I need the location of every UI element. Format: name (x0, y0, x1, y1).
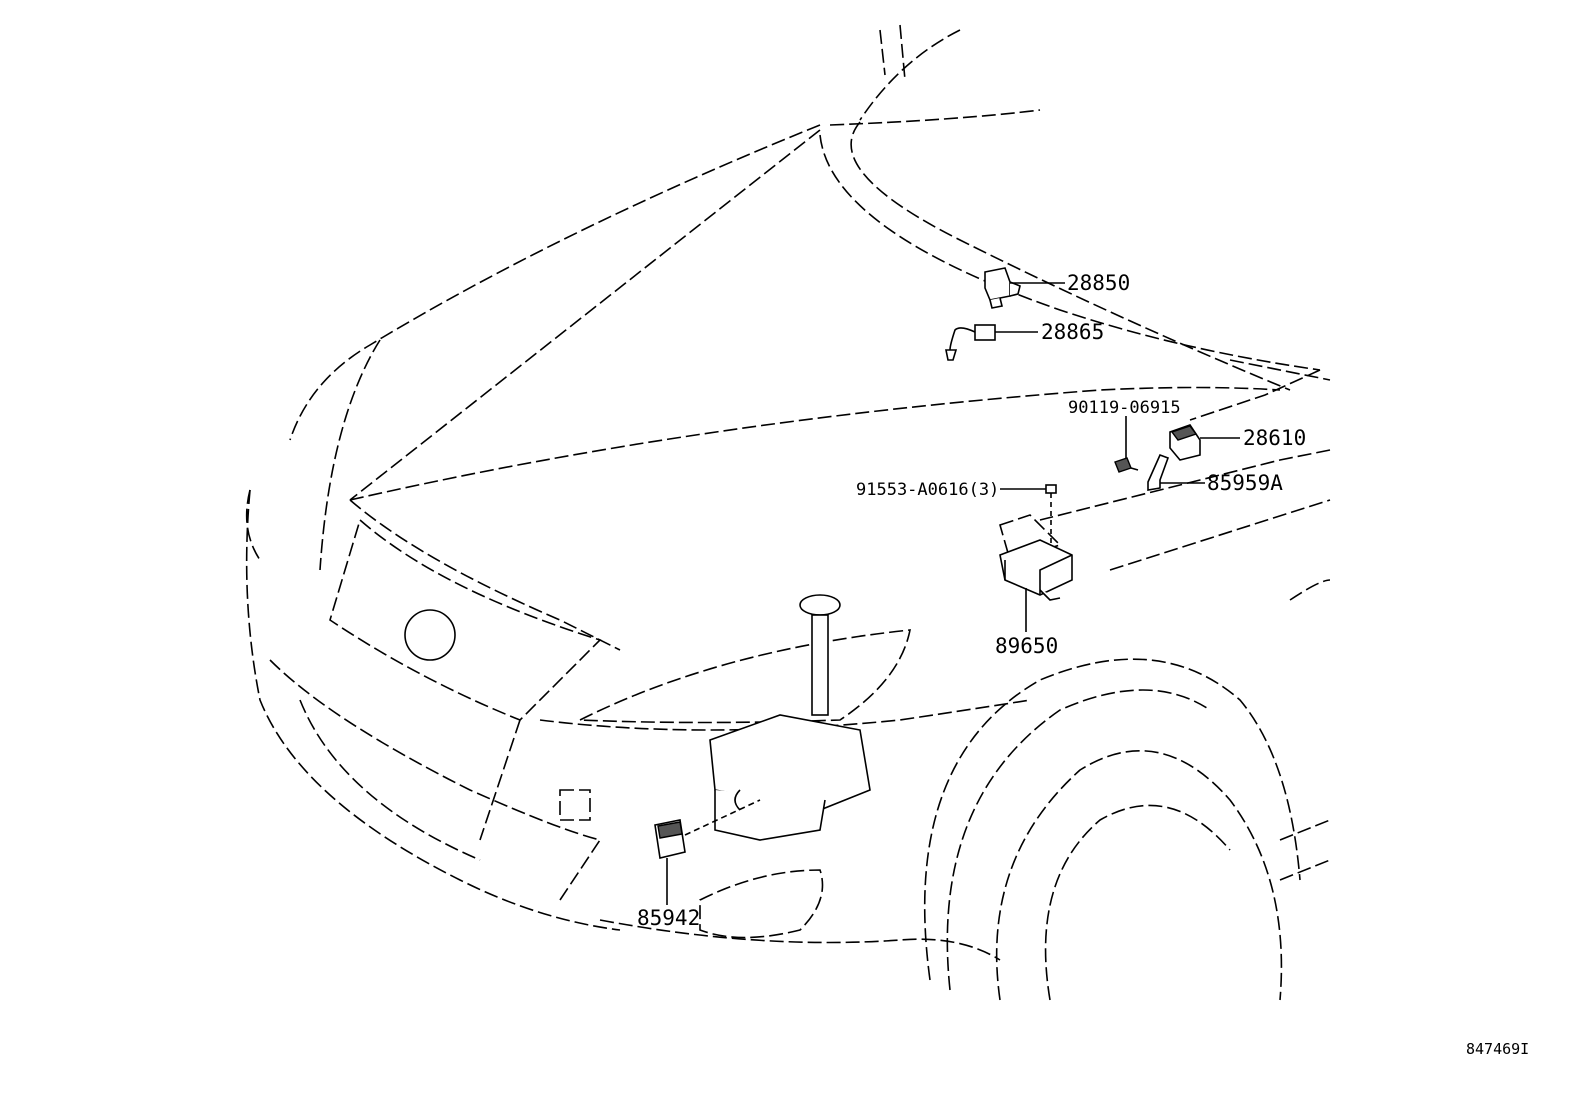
callout-85959a: 85959A (1207, 471, 1283, 495)
part-washer-tank (709, 594, 871, 841)
callout-28850: 28850 (1067, 271, 1130, 295)
callout-90119-06915: 90119-06915 (1068, 398, 1181, 418)
part-28865-harness (945, 324, 996, 361)
callout-91553-a0616: 91553-A0616(3) (856, 480, 999, 500)
part-85942-relay (654, 799, 761, 859)
part-28610-relay (1169, 424, 1201, 461)
leader-lines (666, 282, 1240, 905)
figure-id: 847469I (1466, 1040, 1529, 1058)
callout-28865: 28865 (1041, 320, 1104, 344)
callout-85942: 85942 (637, 906, 700, 930)
part-89650-control-unit (999, 514, 1073, 601)
part-85959a-bracket (1147, 453, 1170, 491)
part-90119-bolt (1114, 457, 1139, 473)
callout-89650: 89650 (995, 634, 1058, 658)
part-28850-relay (984, 267, 1021, 309)
callout-28610: 28610 (1243, 426, 1306, 450)
vehicle-body-outline (245, 24, 1331, 1001)
